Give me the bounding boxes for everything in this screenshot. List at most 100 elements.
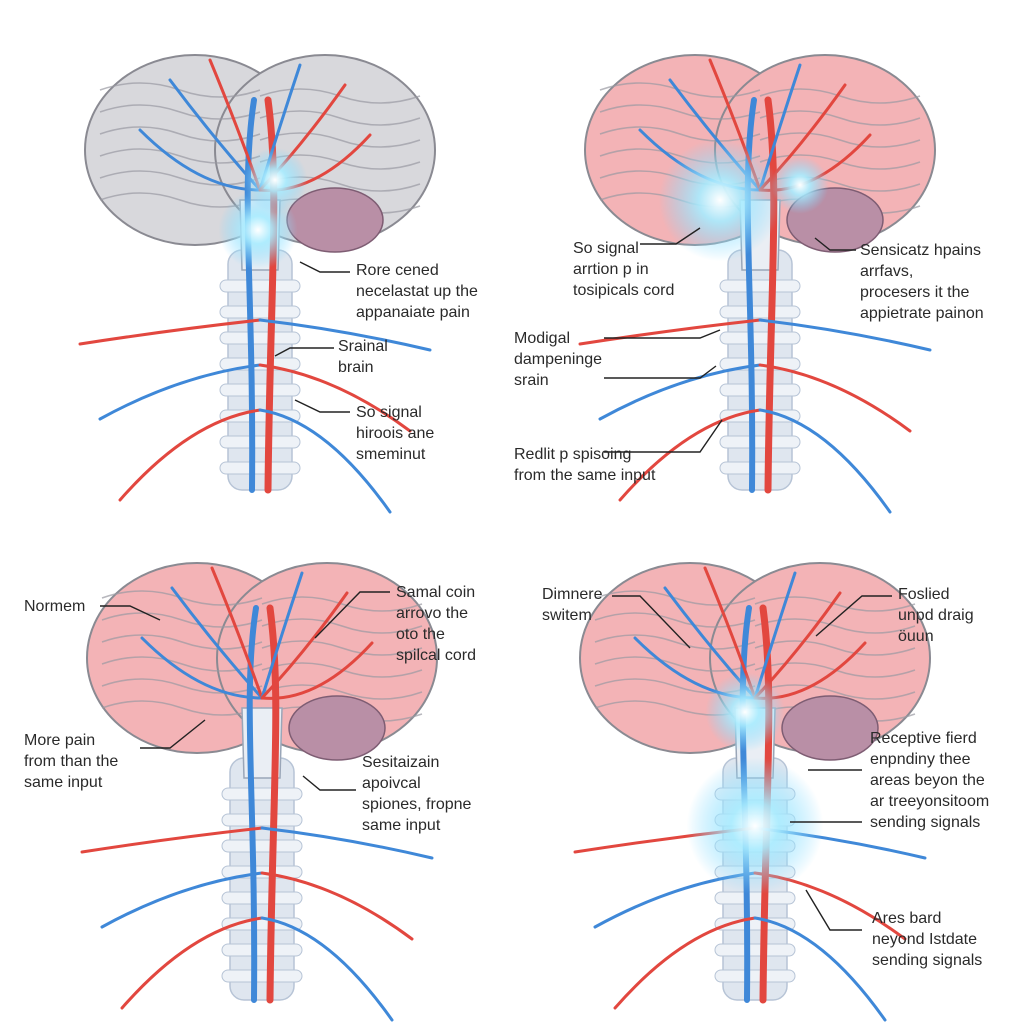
vertebra: [221, 969, 303, 983]
panel-4-figure: [573, 562, 931, 1022]
leader-line: [604, 419, 723, 453]
brain-fold: [599, 104, 761, 120]
signal-glow: [771, 156, 829, 214]
leader-line: [302, 775, 356, 791]
leader-line: [612, 595, 691, 649]
brain-fold: [759, 88, 921, 104]
artery-branch: [758, 363, 912, 433]
artery-branch: [260, 591, 349, 700]
vertebra: [221, 813, 303, 827]
cerebellum: [288, 695, 386, 761]
artery-branch: [260, 871, 414, 941]
cerebellum: [781, 695, 879, 761]
signal-glow: [705, 672, 785, 752]
leader-line: [140, 719, 206, 749]
leader-line: [640, 227, 701, 245]
artery-branch: [118, 408, 262, 502]
artery-branch: [258, 363, 412, 433]
vertebra: [719, 383, 801, 397]
brain-fold: [99, 126, 261, 142]
vertebra: [221, 943, 303, 957]
label-bl-1: Normem: [24, 598, 86, 615]
artery-branch: [120, 916, 264, 1010]
brain-fold: [101, 612, 263, 628]
artery-branch: [210, 566, 264, 700]
brain-fold: [754, 684, 916, 700]
nerve-branch: [170, 586, 264, 700]
leader-line: [314, 591, 390, 639]
artery-main: [764, 96, 778, 494]
vertebra: [219, 383, 301, 397]
signal-glow: [242, 147, 308, 213]
artery-branch: [578, 318, 762, 346]
nerve-branch: [753, 916, 887, 1022]
vertebra: [719, 435, 801, 449]
signal-glow: [658, 138, 782, 262]
brain-fold: [259, 88, 421, 104]
brain-fold: [99, 104, 261, 120]
vertebra: [221, 787, 303, 801]
brain-fold: [594, 634, 756, 650]
nerve-branch: [260, 571, 304, 700]
brain-fold: [599, 126, 761, 142]
brain-fold: [599, 82, 761, 98]
artery-branch: [78, 318, 262, 346]
artery-main: [266, 604, 280, 1004]
artery-branch: [613, 916, 757, 1010]
brain-fold: [754, 596, 916, 612]
artery-branch: [80, 826, 264, 854]
vertebra: [719, 279, 801, 293]
vertebra: [219, 435, 301, 449]
leader-line: [805, 889, 862, 931]
vertebra: [719, 305, 801, 319]
vertebra: [221, 891, 303, 905]
brain-fold: [99, 170, 261, 186]
leader-line: [299, 261, 350, 273]
nerve-branch: [140, 636, 264, 700]
leader-line: [100, 605, 161, 621]
nerve-branch: [98, 363, 262, 421]
panel-1-figure: [78, 54, 436, 514]
brain-fold: [594, 612, 756, 628]
brain-fold: [101, 634, 263, 650]
nerve-branch: [758, 318, 932, 352]
brain-fold: [261, 596, 423, 612]
leader-line: [294, 399, 350, 413]
nerve-main: [246, 605, 259, 1003]
brain-fold: [754, 640, 916, 656]
vertebra: [719, 331, 801, 345]
brain-fold: [99, 82, 261, 98]
vertebra: [219, 305, 301, 319]
nerve-branch: [258, 408, 392, 514]
leader-line: [604, 329, 721, 339]
nerve-branch: [100, 871, 264, 929]
vertebra: [221, 839, 303, 853]
vertebra: [219, 279, 301, 293]
nerve-branch: [598, 363, 762, 421]
vertebra: [219, 461, 301, 475]
panel-3-figure: [80, 562, 438, 1022]
brain-fold: [261, 684, 423, 700]
nerve-branch: [260, 916, 394, 1022]
brain-fold: [101, 700, 263, 716]
nerve-branch: [758, 408, 892, 514]
brain-fold: [101, 590, 263, 606]
brain-fold: [759, 132, 921, 148]
leader-line: [814, 237, 856, 251]
vertebra: [219, 331, 301, 345]
